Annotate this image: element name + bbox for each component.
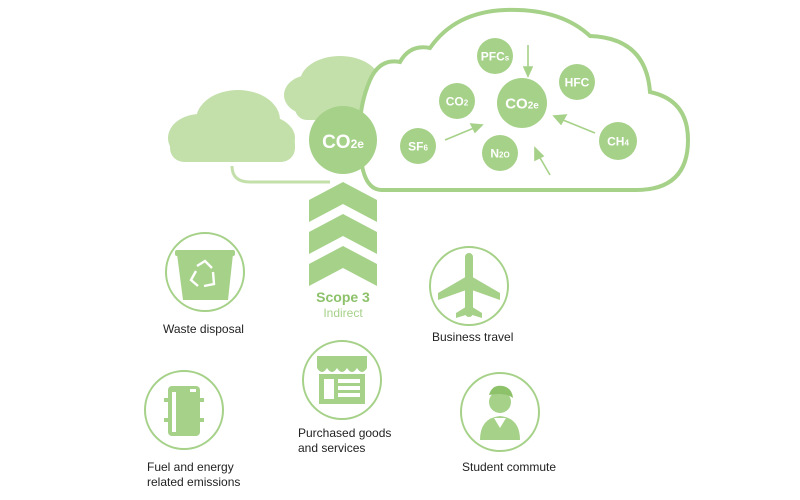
fuel-energy-circle (144, 370, 224, 450)
scope3-chevrons (309, 182, 377, 286)
recycling-bin-icon (175, 250, 235, 300)
gas-hfc-circle: HFC (559, 64, 595, 100)
business-travel-label: Business travel (432, 330, 514, 344)
storefront-icon (317, 356, 367, 404)
scope3-title: Scope 3 (316, 289, 370, 305)
student-icon (480, 385, 520, 440)
fuel-energy-label-line1: Fuel and energy (147, 460, 234, 474)
gas-co2e-label: CO2e (505, 95, 539, 112)
student-commute-label: Student commute (462, 460, 557, 474)
purchased-goods-label-line2: and services (298, 441, 366, 455)
gas-hfc-label: HFC (565, 75, 590, 89)
center-co2e-circle (309, 106, 377, 174)
waste-disposal-circle (165, 232, 245, 312)
gas-sf6-label: SF6 (408, 139, 428, 153)
purchased-goods-circle (302, 340, 382, 420)
gas-ch4-label: CH4 (607, 134, 629, 148)
gas-co2-circle: CO2 (439, 83, 475, 119)
gas-pfcs-label: PFCs (481, 49, 510, 63)
svg-text:CO2e: CO2e (322, 132, 364, 153)
gas-co2-label: CO2 (446, 94, 469, 108)
business-travel-circle (429, 246, 509, 326)
small-cloud-left (168, 90, 295, 162)
purchased-goods-label-line1: Purchased goods (298, 426, 392, 440)
gas-ch4-circle: CH4 (599, 122, 637, 160)
fuel-energy-label-line2: related emissions (147, 475, 241, 489)
fuel-barrel-icon (164, 386, 204, 436)
gas-pfcs-circle: PFCs (477, 38, 513, 74)
gas-sf6-circle: SF6 (400, 128, 436, 164)
gas-arrows (444, 45, 596, 176)
cloud-connector-outline (230, 165, 330, 184)
gas-co2e-circle: CO2e (497, 78, 547, 128)
gas-n2o-label: N2O (490, 146, 509, 160)
student-commute-circle (460, 372, 540, 452)
gas-n2o-circle: N2O (482, 135, 518, 171)
waste-disposal-label: Waste disposal (163, 322, 244, 336)
scope3-subtitle: Indirect (323, 306, 363, 320)
airplane-icon (438, 253, 500, 318)
